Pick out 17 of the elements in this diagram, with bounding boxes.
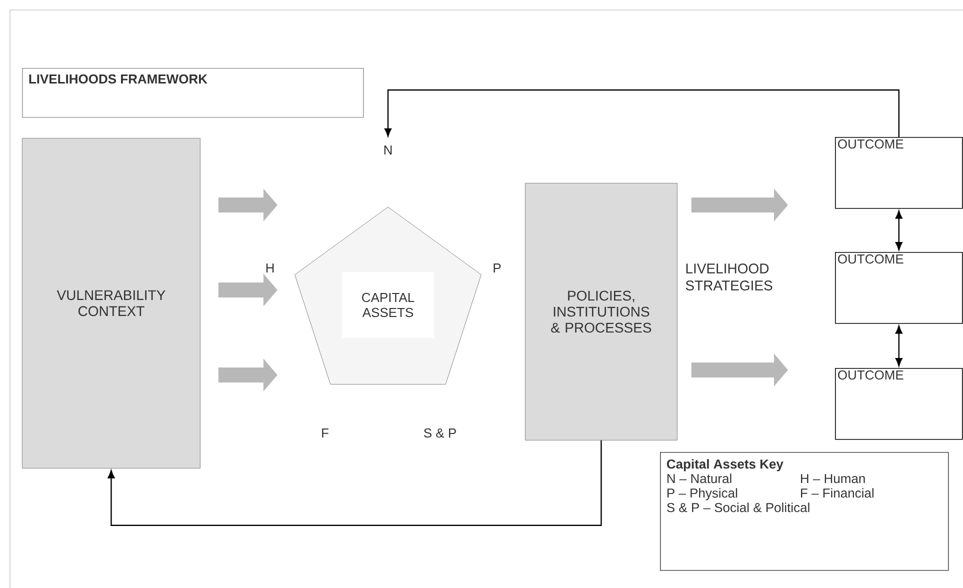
asset-letter: S & P (424, 428, 456, 438)
arrow (895, 326, 902, 366)
asset-letter: N (384, 146, 392, 154)
asset-letter: P (494, 264, 501, 272)
outcome-box: OUTCOME (835, 252, 963, 324)
asset-letter: F (322, 428, 328, 438)
feedback-arrow (384, 89, 900, 137)
process-box: VULNERABILITY CONTEXT (22, 138, 200, 468)
arrow (895, 210, 902, 250)
asset-letter: H (266, 264, 274, 272)
title-box: LIVELIHOODS FRAMEWORK (22, 68, 364, 118)
pentagon: CAPITAL ASSETS (294, 206, 482, 384)
feedback-arrow (108, 440, 602, 526)
key-box: Capital Assets Key N – Natural H – Human P – Physical F – Financial S & P – Social & Political (660, 452, 949, 571)
process-box: POLICIES, INSTITUTIONS & PROCESSES (525, 183, 678, 440)
outcome-box: OUTCOME (835, 137, 963, 209)
outcome-box: OUTCOME (835, 368, 963, 440)
